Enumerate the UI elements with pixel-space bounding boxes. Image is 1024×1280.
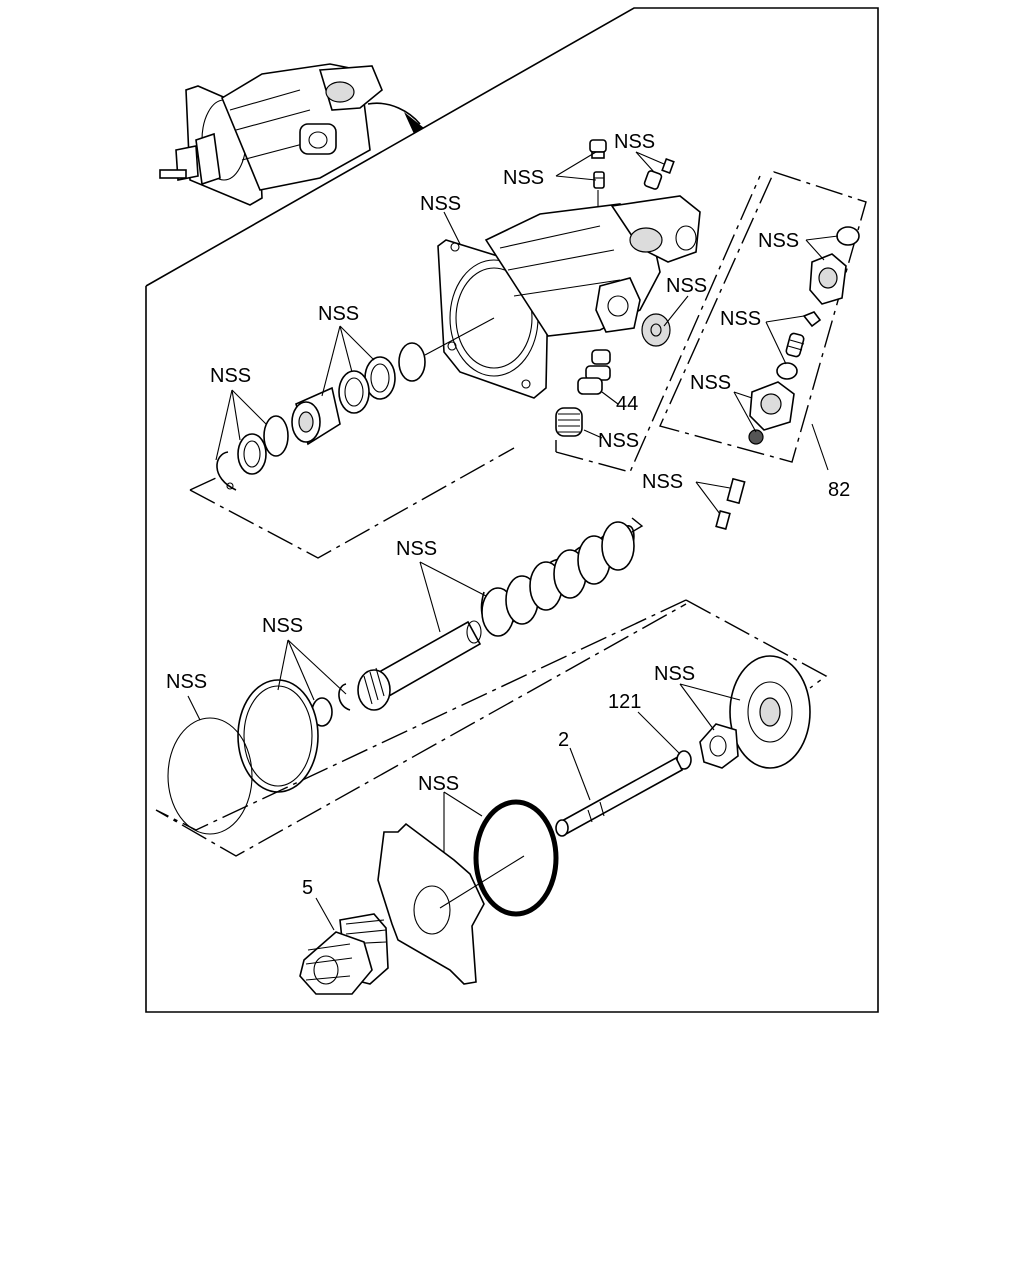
part-number-2: 2 xyxy=(558,729,569,751)
callout-nss-screws: NSS xyxy=(642,471,683,493)
diagram-frame xyxy=(145,7,879,1013)
part-number-121: 121 xyxy=(608,691,641,713)
gasket-plate-boot xyxy=(299,799,559,995)
callout-labels: NSS NSS NSS NSS NSS NSS NSS NSS NSS NSS … xyxy=(166,131,850,899)
callout-nss-kit-fitting: NSS xyxy=(690,372,731,394)
callout-nss-gasket: NSS xyxy=(418,773,459,795)
callout-nss-nut-plate: NSS xyxy=(654,663,695,685)
valve-group-outline xyxy=(555,175,761,473)
part-number-5: 5 xyxy=(302,877,313,899)
callout-nss-snap-ring: NSS xyxy=(210,365,251,387)
callout-nss-return-spring: NSS xyxy=(396,538,437,560)
rod-nut-plate xyxy=(555,655,811,837)
callout-nss-fitting-right: NSS xyxy=(614,131,655,153)
valve-part-44 xyxy=(555,313,671,437)
part-number-82: 82 xyxy=(828,479,850,501)
callout-nss-piston-seals: NSS xyxy=(318,303,359,325)
cylinder-housing xyxy=(437,190,701,399)
spring-rod-group xyxy=(167,517,644,835)
callout-nss-large-ring: NSS xyxy=(166,671,207,693)
valve-kit-parts xyxy=(715,226,860,531)
piston-group-outline xyxy=(189,447,515,559)
callout-nss-rod-seals: NSS xyxy=(262,615,303,637)
part-number-44: 44 xyxy=(616,393,638,415)
piston-and-seals xyxy=(216,317,495,491)
callout-nss-kit-spring: NSS xyxy=(720,308,761,330)
callout-nss-spring-lower: NSS xyxy=(598,430,639,452)
assembled-cylinder xyxy=(159,63,424,206)
valve-kit-outline xyxy=(659,171,867,463)
leader-lines xyxy=(187,151,839,931)
callout-nss-small-fittings: NSS xyxy=(503,167,544,189)
callout-nss-housing: NSS xyxy=(420,193,461,215)
callout-nss-valve-cover: NSS xyxy=(666,275,707,297)
callout-nss-kit-oring: NSS xyxy=(758,230,799,252)
spring-group-outline xyxy=(685,599,828,689)
